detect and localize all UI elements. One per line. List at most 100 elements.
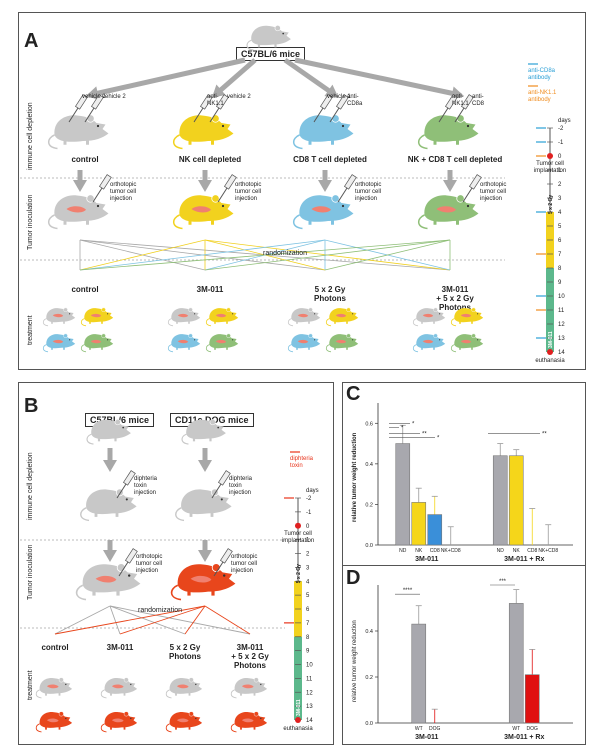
- chart-c-cat-label: CD8: [430, 548, 440, 554]
- mouse-inoc-2: [292, 194, 354, 230]
- random-line: [79, 239, 451, 271]
- random-line-b: [54, 605, 206, 635]
- timeline-a-drug-label: 3M-011: [548, 331, 554, 348]
- chart-c-cat-label: NK: [513, 548, 521, 554]
- sig-label-c: **: [422, 431, 427, 437]
- chart-d-bar-3M-011-WT: [411, 623, 427, 724]
- timeline-b-tick-label: 8: [306, 635, 310, 641]
- panel-d-label: D: [346, 567, 361, 589]
- chart-d-ytick-label: 0.4: [365, 629, 373, 635]
- chart-c-bar-3M-011-ND: [395, 443, 411, 546]
- needle-label: vehicle 1: [82, 94, 106, 100]
- top-mouse-a: [246, 25, 291, 51]
- panel-b-label: B: [24, 395, 39, 417]
- chart-c-ytick-label: 0.2: [365, 502, 373, 508]
- treat-b-mouse: [100, 677, 138, 699]
- group-title: NK cell depleted: [179, 155, 241, 164]
- chart-c-cat-label: NK+CD8: [538, 548, 558, 554]
- timeline-a-tick-label: 11: [558, 308, 565, 314]
- syringe: [116, 470, 136, 499]
- treat-mouse: [167, 307, 201, 327]
- timeline-a-tick-label: 13: [558, 336, 565, 342]
- timeline-a-unit: days: [558, 118, 571, 124]
- mouse-inoc-3: [417, 194, 479, 230]
- top-mouse-b2: [181, 419, 226, 445]
- syringe: [68, 94, 88, 123]
- treatment-title: control: [71, 285, 98, 294]
- syringe: [92, 174, 112, 203]
- random-line-b: [54, 605, 111, 635]
- side-label-b: treatment: [27, 670, 34, 700]
- treat-mouse: [80, 307, 114, 327]
- syringe: [438, 94, 458, 123]
- panel-c-label: C: [346, 383, 361, 405]
- timeline-b-end-dot: [295, 717, 301, 723]
- chart-c-cat-label: ND: [399, 548, 407, 554]
- chart-d-bar-3M-011 + Rx-WT: [508, 603, 524, 724]
- syringe: [462, 174, 482, 203]
- timeline-a-tick-label: 4: [558, 210, 562, 216]
- randomization-b: randomization: [138, 607, 182, 614]
- timeline-b-tick-label: 3: [306, 565, 310, 571]
- treatment-b: control: [41, 643, 68, 652]
- syringe: [211, 470, 231, 499]
- needle-label: vehicle 2: [102, 94, 126, 100]
- timeline-a-tick-label: 5: [558, 224, 562, 230]
- chart-d-bar-3M-011 + Rx-DOG: [524, 674, 540, 724]
- sig-label-c: **: [542, 431, 547, 437]
- timeline-b-tick-label: 2: [306, 552, 310, 558]
- b-arrow2-head: [103, 550, 117, 562]
- timeline-b-tick-label: 14: [306, 718, 313, 724]
- treat-mouse: [412, 333, 446, 353]
- chart-c-group-label: 3M-011: [415, 556, 438, 563]
- timeline-b-tick-label: 6: [306, 607, 310, 613]
- inoc-arrow-head: [318, 180, 332, 192]
- treat-mouse: [450, 333, 484, 353]
- timeline-b-tick-label: 13: [306, 704, 313, 710]
- timeline-a-tick-label: 3: [558, 196, 562, 202]
- chart-d-cat-label: DOG: [527, 726, 539, 732]
- timeline-a-tick-label: 7: [558, 252, 562, 258]
- timeline-a-tick-label: 6: [558, 238, 562, 244]
- timeline-b-tick-label: 4: [306, 579, 310, 585]
- side-label-b: Tumor inoculation: [27, 545, 34, 600]
- chart-d-cat-label: WT: [415, 726, 423, 732]
- syringe: [313, 94, 333, 123]
- syringe: [217, 174, 237, 203]
- sig-label-d: ****: [403, 588, 413, 594]
- chart-c-ytick-label: 0.0: [365, 543, 373, 549]
- randomization-label: randomization: [263, 250, 307, 257]
- mouse-1: [172, 114, 234, 150]
- timeline-a-tick-label: 1: [558, 168, 562, 174]
- chart-c-cat-label: NK: [415, 548, 423, 554]
- chart-d-ytick-label: 0.0: [365, 721, 373, 727]
- mouse-inoc-0: [47, 194, 109, 230]
- timeline-a-tick-label: 12: [558, 322, 565, 328]
- group-title: CD8 T cell depleted: [293, 155, 367, 164]
- chart-d-group-label: 3M-011 + Rx: [504, 734, 544, 741]
- treat-b-mouse: [230, 677, 268, 699]
- timeline-b-tick-label: 1: [306, 538, 310, 544]
- chart-c-cat-label: NK+CD8: [441, 548, 461, 554]
- b-arrow-head: [198, 460, 212, 472]
- mouse-inoc-1: [172, 194, 234, 230]
- random-line: [204, 239, 451, 271]
- chart-c-ylabel: relative tumor weight reduction: [352, 432, 358, 522]
- mouse-2: [292, 114, 354, 150]
- b-arrow-head: [103, 460, 117, 472]
- chart-c-group-label: 3M-011 + Rx: [504, 556, 544, 563]
- needle-label: anti-NK1.1: [452, 94, 469, 107]
- depletion-arrow-head: [324, 84, 339, 98]
- random-line-b: [109, 605, 121, 635]
- needle-label: vehicle 1: [327, 94, 351, 100]
- syringe: [337, 174, 357, 203]
- inoc-arrow-head: [198, 180, 212, 192]
